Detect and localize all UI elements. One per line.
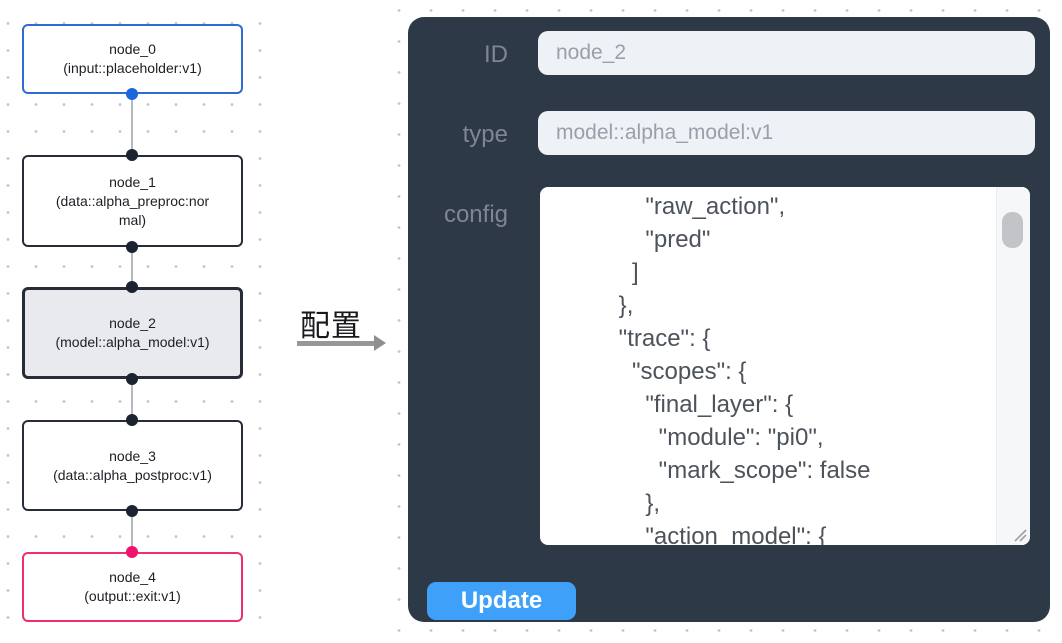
node-subtitle: (output::exit:v1) [84, 588, 181, 604]
flow-node-output[interactable]: node_4 (output::exit:v1) [22, 552, 243, 622]
node-subtitle: (data::alpha_postproc:v1) [53, 466, 212, 483]
configure-label: 配置 [300, 310, 362, 343]
id-input[interactable] [538, 31, 1035, 75]
port-dot-node1-in[interactable] [126, 149, 138, 161]
type-field-label: type [462, 121, 508, 148]
node-title: node_4 [109, 569, 156, 585]
edge-node0-node1 [131, 94, 133, 155]
flow-node-input[interactable]: node_0 (input::placeholder:v1) [22, 24, 243, 94]
port-dot-node3-out[interactable] [126, 505, 138, 517]
resize-grip-icon[interactable] [1012, 527, 1027, 542]
type-input[interactable] [538, 111, 1035, 155]
node-title: node_1 [109, 173, 156, 190]
edge-node3-node4 [131, 511, 133, 552]
config-textarea[interactable]: "raw_action", "pred" ] }, "trace": { "sc… [540, 187, 1030, 545]
config-json-text[interactable]: "raw_action", "pred" ] }, "trace": { "sc… [618, 193, 871, 545]
arrow-line [297, 341, 374, 346]
scrollbar-thumb[interactable] [1002, 212, 1023, 248]
node-title: node_0 [109, 41, 156, 57]
port-dot-node0-out[interactable] [126, 88, 138, 100]
node-title: node_3 [109, 447, 156, 464]
port-dot-node1-out[interactable] [126, 241, 138, 253]
edge-node2-node3 [131, 379, 133, 420]
port-dot-node2-in[interactable] [126, 281, 138, 293]
node-config-panel: ID type config "raw_action", "pred" ] },… [408, 17, 1050, 622]
port-dot-node2-out[interactable] [126, 373, 138, 385]
node-subtitle: (model::alpha_model:v1) [55, 334, 210, 350]
port-dot-node4-in[interactable] [126, 546, 138, 558]
node-subtitle: (input::placeholder:v1) [63, 60, 202, 76]
port-dot-node3-in[interactable] [126, 414, 138, 426]
config-field-label: config [443, 201, 508, 228]
flow-node-postproc[interactable]: node_3 (data::alpha_postproc:v1) [22, 420, 243, 511]
node-subtitle: (data::alpha_preproc:normal) [55, 192, 210, 228]
update-button[interactable]: Update [427, 582, 576, 620]
node-title: node_2 [109, 315, 156, 331]
edge-node1-node2 [131, 247, 133, 287]
id-field-label: ID [484, 41, 508, 68]
flow-node-preproc[interactable]: node_1 (data::alpha_preproc:normal) [22, 155, 243, 247]
arrow-head-icon [374, 335, 386, 351]
flow-node-model-selected[interactable]: node_2 (model::alpha_model:v1) [22, 287, 243, 379]
